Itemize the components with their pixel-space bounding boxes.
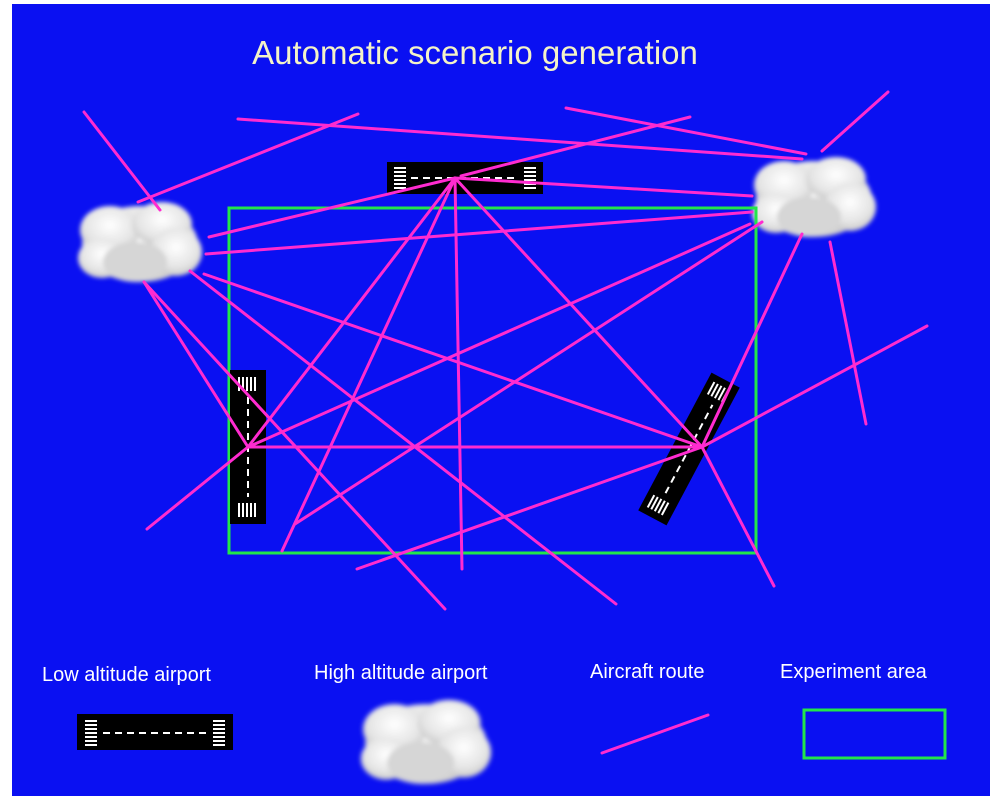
route-line (236, 117, 804, 161)
route-line (700, 324, 929, 449)
route-line (700, 445, 776, 588)
diagram-title: Automatic scenario generation (252, 34, 698, 71)
route-line (453, 176, 704, 449)
scenario-diagram (77, 90, 947, 784)
route-line (459, 115, 692, 178)
route-line (202, 272, 704, 449)
route-line (246, 222, 752, 449)
diagram-canvas: Automatic scenario generation (12, 4, 990, 796)
route-line (700, 232, 804, 449)
route-line (188, 269, 618, 606)
cloud-icon (752, 157, 876, 237)
route-line (246, 176, 457, 449)
route-line (82, 110, 162, 212)
route-line (280, 176, 457, 553)
legend-label-low-altitude-airport: Low altitude airport (42, 664, 211, 686)
route-line (142, 280, 250, 449)
route-line (453, 176, 754, 198)
legend-route-icon (600, 713, 710, 755)
cloud-icon (78, 202, 202, 282)
legend-experiment-area-icon (802, 708, 947, 760)
route-line (207, 176, 457, 239)
route-line (453, 176, 464, 571)
experiment-area-rect (227, 206, 758, 555)
route-line (355, 445, 704, 571)
route-line (820, 90, 890, 153)
route-line (293, 220, 764, 526)
route-line (828, 240, 868, 426)
legend-runway-icon (77, 714, 233, 750)
route-line (564, 106, 808, 156)
route-line (136, 112, 360, 204)
route-line (145, 445, 250, 531)
legend-label-high-altitude-airport: High altitude airport (314, 662, 488, 684)
legend-label-aircraft-route: Aircraft route (590, 661, 705, 683)
legend-cloud-icon (360, 699, 492, 784)
legend-label-experiment-area: Experiment area (780, 661, 927, 683)
route-line (204, 210, 754, 256)
aircraft-routes (82, 90, 929, 611)
